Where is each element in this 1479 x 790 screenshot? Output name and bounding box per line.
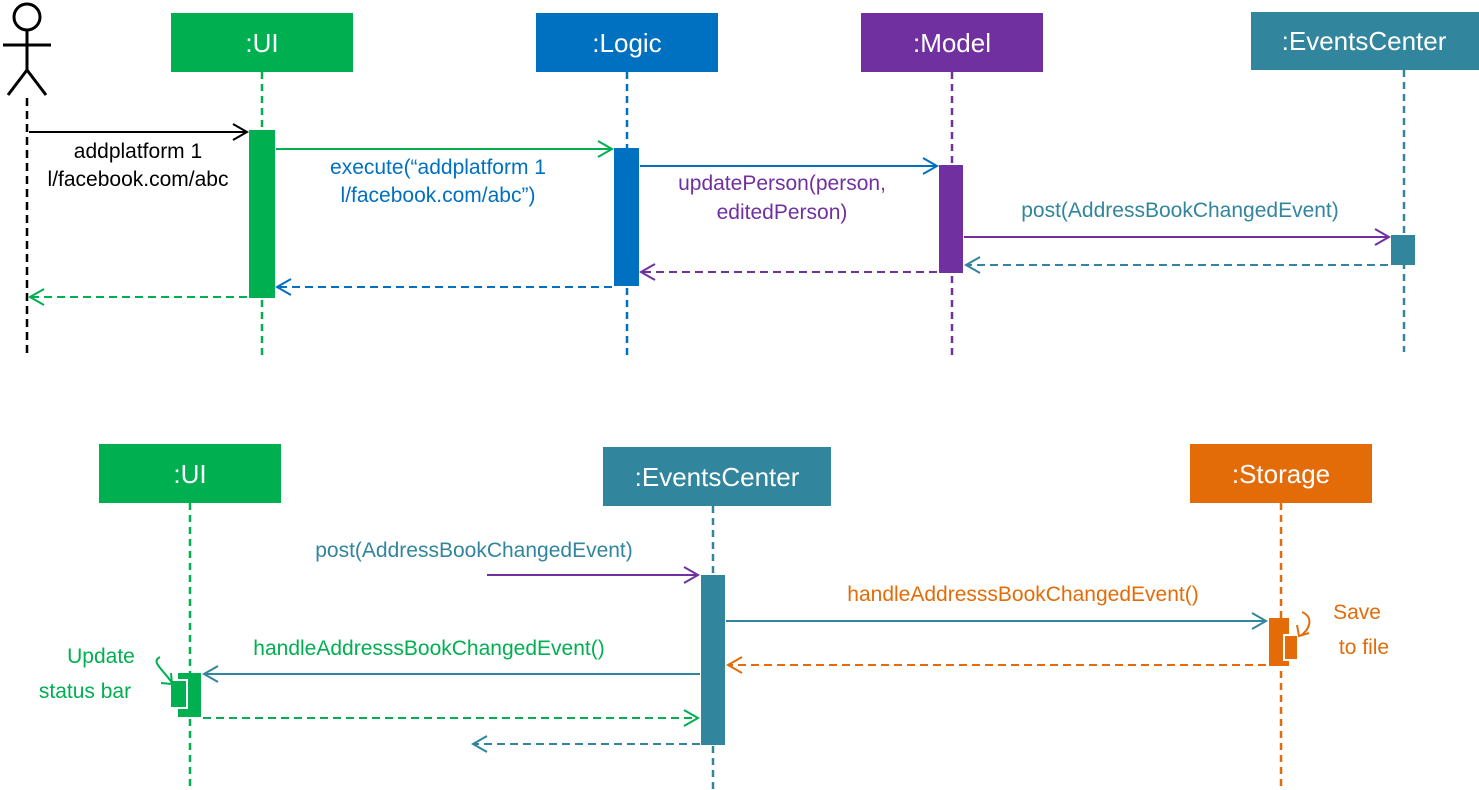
bottom-events-activation	[701, 575, 725, 745]
top-model-return-arrowhead	[638, 263, 656, 281]
bottom-storage-label: :Storage	[1232, 459, 1330, 489]
top-user-command-arrowhead	[232, 123, 250, 141]
bottom-storage-participant: :Storage	[1190, 444, 1372, 503]
bottom-storage-self-call-arrowhead	[1296, 624, 1310, 638]
bottom-storage-return-arrowhead	[725, 656, 743, 674]
top-ui-activation	[249, 130, 275, 298]
bottom-post-label: post(AddressBookChangedEvent)	[315, 539, 633, 562]
bottom-ui-label: :UI	[173, 459, 206, 489]
bottom-ui-self-call-arrowhead	[160, 672, 174, 686]
top-events-activation	[1391, 235, 1415, 265]
top-logic-activation	[614, 148, 639, 286]
top-ui-participant: :UI	[171, 13, 353, 72]
top-execute-line2: l/facebook.com/abc”)	[341, 184, 536, 207]
bottom-events-return-arrowhead	[470, 735, 488, 753]
top-execute-arrowhead	[597, 140, 615, 158]
top-model-participant: :Model	[861, 13, 1043, 72]
bottom-save-line1: Save	[1333, 601, 1381, 624]
top-events-label: :EventsCenter	[1282, 26, 1447, 56]
actor-icon	[3, 2, 51, 96]
bottom-handle-ui-label: handleAddresssBookChangedEvent()	[253, 637, 604, 660]
top-logic-label: :Logic	[592, 28, 661, 58]
bottom-update-line1: Update	[67, 645, 135, 668]
top-post-arrowhead	[1374, 228, 1392, 246]
top-update-line1: updatePerson(person,	[678, 172, 886, 195]
top-update-arrowhead	[922, 157, 940, 175]
bottom-events-participant: :EventsCenter	[603, 447, 831, 506]
top-ui-label: :UI	[245, 28, 278, 58]
bottom-save-line2: to file	[1339, 636, 1389, 659]
top-user-command-line1: addplatform 1	[74, 140, 202, 163]
top-logic-return-arrowhead	[274, 278, 292, 296]
bottom-handle-ui-arrowhead	[201, 665, 219, 683]
top-post-label: post(AddressBookChangedEvent)	[1021, 199, 1339, 222]
bottom-ui-participant: :UI	[99, 444, 281, 503]
top-model-activation	[939, 165, 963, 273]
top-update-line2: editedPerson)	[717, 201, 848, 224]
bottom-post-arrowhead	[683, 566, 701, 584]
top-execute-line1: execute(“addplatform 1	[330, 156, 546, 179]
bottom-ui-return-arrowhead	[683, 709, 701, 727]
bottom-ui-self-activation	[169, 679, 188, 709]
top-events-participant: :EventsCenter	[1251, 12, 1479, 70]
bottom-handle-storage-arrowhead	[1251, 612, 1269, 630]
bottom-handle-storage-label: handleAddresssBookChangedEvent()	[847, 583, 1198, 606]
top-user-command-line2: l/facebook.com/abc	[48, 168, 229, 191]
top-model-label: :Model	[913, 28, 991, 58]
bottom-storage-self-activation	[1283, 634, 1299, 661]
top-events-return-arrowhead	[963, 256, 981, 274]
bottom-ui-self-call-arrow	[155, 656, 173, 684]
bottom-events-label: :EventsCenter	[635, 462, 800, 492]
top-logic-participant: :Logic	[536, 13, 718, 72]
top-ui-return-arrowhead	[27, 288, 45, 306]
bottom-update-line2: status bar	[39, 680, 131, 703]
